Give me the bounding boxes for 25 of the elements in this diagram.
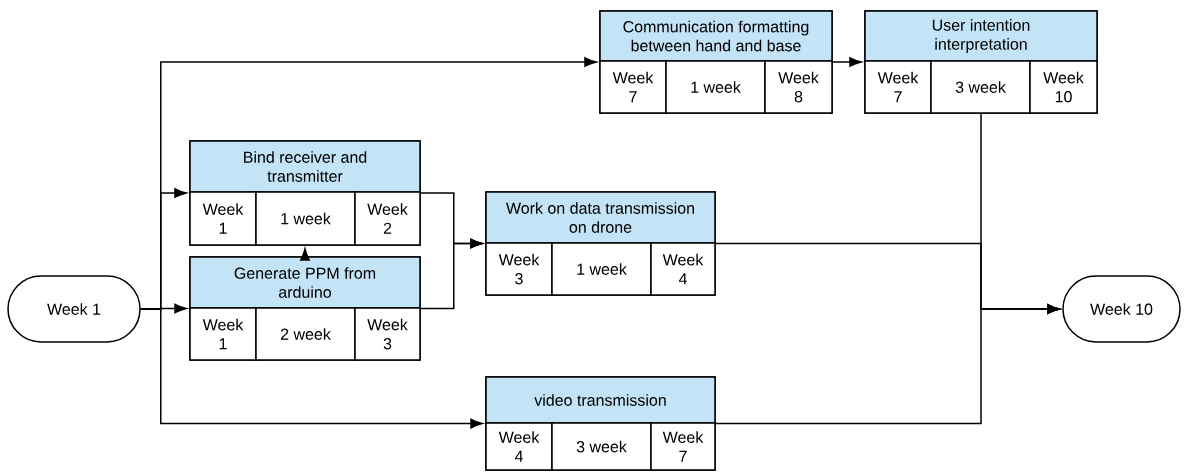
week-cell: Week 1	[189, 191, 257, 246]
terminal-box: Week 1	[7, 275, 141, 343]
week-cell: Week 7	[864, 60, 932, 114]
week-cell: Week 10	[1029, 60, 1098, 114]
week-cell: Week 2	[354, 191, 421, 246]
terminal-box: Week 10	[1062, 275, 1181, 343]
week-cell: Week 7	[650, 422, 716, 471]
week-cell: 3 week	[930, 60, 1031, 114]
week-cell: Week 8	[764, 60, 833, 114]
arrow	[832, 57, 862, 67]
week-cell: Week 1	[189, 307, 257, 361]
week-cell: Week 7	[599, 60, 667, 114]
arrow	[420, 238, 483, 310]
week-cell: Week 3	[485, 242, 553, 296]
week-cell: Week 3	[354, 307, 421, 361]
week-cell: 2 week	[255, 307, 356, 361]
week-cell: Week 4	[650, 242, 716, 296]
week-cell: 3 week	[551, 422, 652, 471]
week-cell: 1 week	[665, 60, 766, 114]
week-cell: 1 week	[551, 242, 652, 296]
week-cell: 1 week	[255, 191, 356, 246]
arrow	[300, 248, 310, 261]
week-cell: Week 4	[485, 422, 553, 471]
arrow	[140, 308, 483, 429]
arrow	[715, 304, 1060, 425]
